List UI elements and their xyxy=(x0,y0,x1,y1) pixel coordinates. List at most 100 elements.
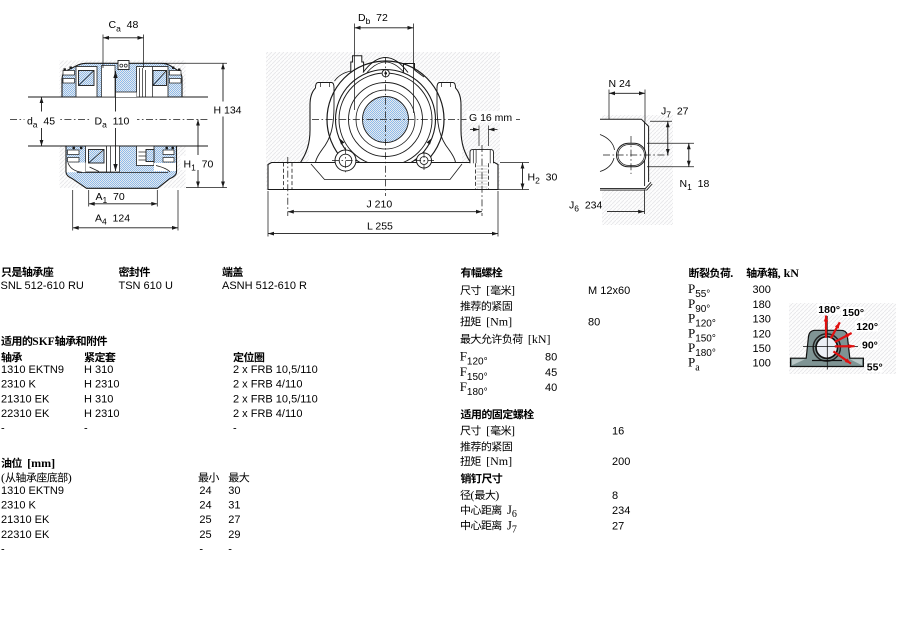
svg-text:80: 80 xyxy=(588,317,600,329)
svg-text:1: 1 xyxy=(103,195,108,205)
svg-text:21310 EK: 21310 EK xyxy=(1,393,50,405)
svg-text:55°: 55° xyxy=(867,361,883,373)
svg-text:F: F xyxy=(460,364,467,379)
svg-text:180: 180 xyxy=(753,299,771,311)
svg-text:124: 124 xyxy=(107,212,131,224)
svg-text:[: [ xyxy=(486,283,490,297)
svg-text:P: P xyxy=(688,340,695,355)
svg-text:H 2310: H 2310 xyxy=(84,408,119,420)
svg-text:P: P xyxy=(688,281,695,296)
svg-text:[: [ xyxy=(486,424,490,438)
svg-text:120°: 120° xyxy=(856,321,878,333)
svg-text:M 12x60: M 12x60 xyxy=(588,285,630,297)
svg-text:[kN]: [kN] xyxy=(528,332,551,346)
svg-text:P: P xyxy=(688,311,695,326)
svg-text:a: a xyxy=(695,363,700,374)
svg-text:234: 234 xyxy=(612,505,630,517)
svg-text:90°: 90° xyxy=(695,304,710,315)
svg-text:2310 K: 2310 K xyxy=(1,500,37,512)
svg-text:29: 29 xyxy=(228,529,240,541)
svg-text:4: 4 xyxy=(102,217,107,227)
svg-text:[Nm]: [Nm] xyxy=(486,454,512,468)
svg-text:180°: 180° xyxy=(818,304,840,316)
svg-text:(: ( xyxy=(1,471,5,485)
svg-text:300: 300 xyxy=(753,284,771,296)
svg-text:7: 7 xyxy=(666,110,671,120)
svg-text:a: a xyxy=(116,23,121,33)
svg-text:120: 120 xyxy=(753,328,771,340)
svg-text:6: 6 xyxy=(574,204,579,214)
svg-text:d: d xyxy=(27,115,33,127)
svg-text:30: 30 xyxy=(540,172,558,184)
svg-text:2 x FRB 10,5/110: 2 x FRB 10,5/110 xyxy=(233,393,318,405)
svg-text:H: H xyxy=(528,172,536,184)
svg-text:27: 27 xyxy=(612,520,624,532)
svg-text:180°: 180° xyxy=(467,387,488,398)
svg-text:-: - xyxy=(84,423,88,435)
svg-text:55°: 55° xyxy=(695,289,710,300)
svg-text:16: 16 xyxy=(612,426,624,438)
svg-text:150°: 150° xyxy=(842,307,864,319)
svg-text:22310 EK: 22310 EK xyxy=(1,529,50,541)
svg-text:a: a xyxy=(102,120,107,130)
svg-text:-: - xyxy=(1,543,5,555)
svg-text:1: 1 xyxy=(191,163,196,173)
svg-text:-: - xyxy=(1,423,5,435)
svg-text:120°: 120° xyxy=(695,319,716,330)
svg-text:TSN 610 U: TSN 610 U xyxy=(119,280,173,292)
svg-text:.: . xyxy=(730,266,733,280)
svg-text:J: J xyxy=(507,518,512,532)
svg-text:P: P xyxy=(688,325,695,340)
svg-text:2 x FRB 4/110: 2 x FRB 4/110 xyxy=(233,379,303,391)
svg-text:N 24: N 24 xyxy=(609,78,631,90)
svg-text:2310 K: 2310 K xyxy=(1,379,37,391)
svg-text:P: P xyxy=(688,355,695,370)
svg-text:): ) xyxy=(68,471,72,485)
svg-text:72: 72 xyxy=(370,12,388,24)
svg-text:1310 EKTN9: 1310 EKTN9 xyxy=(1,364,64,376)
svg-text:C: C xyxy=(109,19,117,31)
svg-text:G 16 mm: G 16 mm xyxy=(469,112,512,124)
svg-text:[mm]: [mm] xyxy=(27,456,55,470)
svg-text:40: 40 xyxy=(545,382,557,394)
svg-text:]: ] xyxy=(511,424,515,438)
svg-text:200: 200 xyxy=(612,456,630,468)
svg-text:27: 27 xyxy=(228,514,240,526)
svg-text:2: 2 xyxy=(535,176,540,186)
svg-text:[Nm]: [Nm] xyxy=(486,315,512,329)
svg-text:N: N xyxy=(680,178,688,190)
svg-text:234: 234 xyxy=(579,199,603,211)
svg-text:H 310: H 310 xyxy=(84,364,113,376)
svg-text:90°: 90° xyxy=(862,339,878,351)
svg-text:H 310: H 310 xyxy=(84,393,113,405)
svg-text:180°: 180° xyxy=(695,348,716,359)
svg-text:30: 30 xyxy=(228,485,240,497)
svg-text:, kN: , kN xyxy=(778,266,800,280)
svg-text:A: A xyxy=(96,191,103,203)
svg-text:2 x FRB 10,5/110: 2 x FRB 10,5/110 xyxy=(233,364,318,376)
svg-text:1: 1 xyxy=(687,182,692,192)
svg-text:-: - xyxy=(233,423,237,435)
svg-text:F: F xyxy=(460,348,467,363)
svg-text:150°: 150° xyxy=(467,372,488,383)
svg-text:27: 27 xyxy=(671,106,689,118)
svg-text:J: J xyxy=(507,503,512,517)
svg-text:25: 25 xyxy=(199,514,211,526)
svg-text:-: - xyxy=(199,543,203,555)
svg-text:H: H xyxy=(184,158,192,170)
svg-text:J: J xyxy=(661,106,666,118)
svg-text:24: 24 xyxy=(199,485,211,497)
svg-text:150: 150 xyxy=(753,343,771,355)
svg-text:a: a xyxy=(33,120,38,130)
svg-text:18: 18 xyxy=(692,178,710,190)
svg-text:150°: 150° xyxy=(695,333,716,344)
svg-text:7: 7 xyxy=(512,524,517,535)
svg-text:6: 6 xyxy=(512,509,517,520)
svg-text:24: 24 xyxy=(199,500,211,512)
svg-text:-: - xyxy=(228,543,232,555)
svg-text:48: 48 xyxy=(121,19,139,31)
svg-text:J: J xyxy=(569,199,574,211)
svg-text:45: 45 xyxy=(38,115,56,127)
svg-text:J 210: J 210 xyxy=(367,198,393,210)
svg-text:31: 31 xyxy=(228,500,240,512)
